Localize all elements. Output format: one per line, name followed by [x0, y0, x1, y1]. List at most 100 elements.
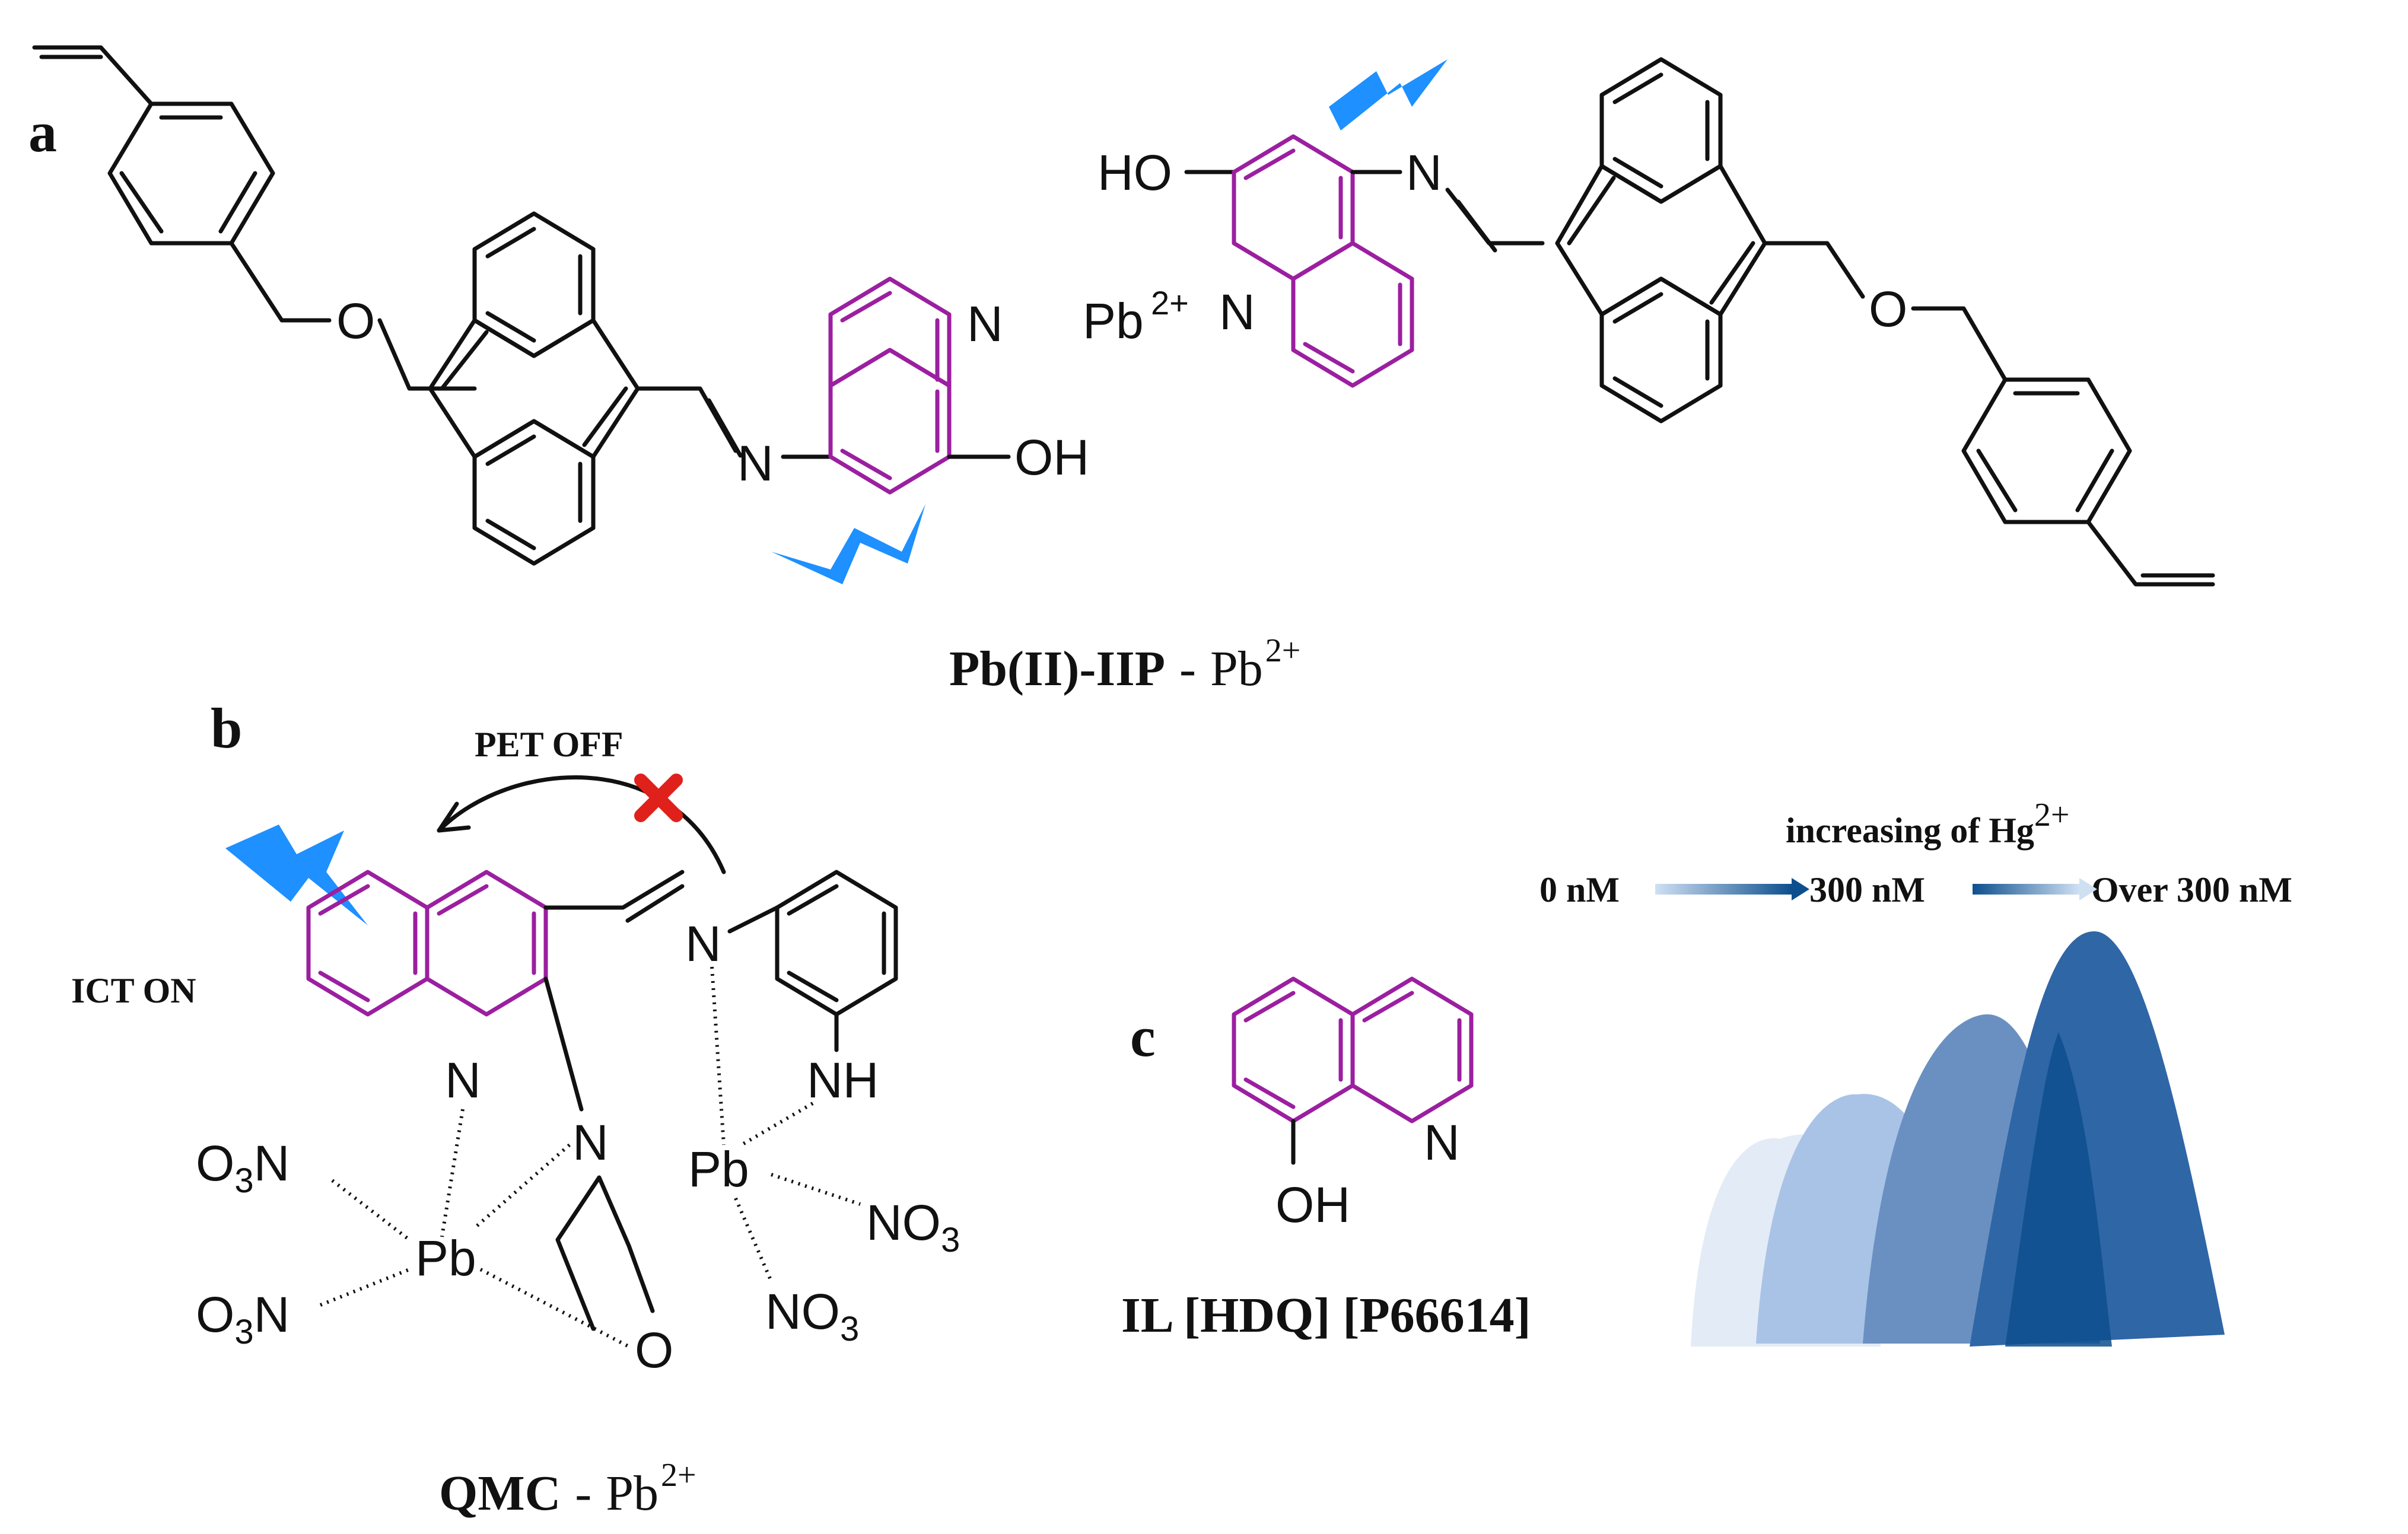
panel-c-label: c [1130, 1005, 1156, 1068]
panel-b-caption-text: QMC - Pb 2+ [439, 1457, 696, 1521]
o3n-bottom: O3N [196, 1287, 290, 1351]
left-benzene-ring [107, 101, 275, 246]
lightning-bolt-icon [771, 504, 925, 584]
right-anthracene [1555, 57, 1767, 424]
quinoline-top-ring [828, 276, 952, 388]
trend-label: increasing of Hg2+ [1786, 797, 2069, 850]
pet-arrowhead [437, 801, 471, 833]
right-benzene-ring [1961, 377, 2132, 524]
right-imine-double-bond [1456, 199, 1497, 253]
lightning-bolt-icon [225, 825, 368, 925]
left-vinylbenzyl-group: O [32, 45, 477, 391]
right-imine-link [1445, 187, 1545, 246]
right-anthracene-mid-ring [1555, 164, 1767, 317]
pet-arc-arrow [437, 775, 726, 874]
pb-ion-charge: 2+ [1151, 284, 1189, 322]
left-pb-center: Pb O3N O3N [196, 1109, 630, 1351]
right-quinoline-top-ring [1232, 134, 1355, 281]
pb-ion-label: Pb 2+ [1083, 284, 1189, 349]
right-benzene-inner [1976, 391, 2114, 513]
aniline-n-link [727, 905, 780, 934]
panel-a-caption-text: Pb(II)-IIP - Pb 2+ [949, 632, 1300, 696]
panel-b-caption-sep: - [575, 1466, 591, 1521]
coord-pb-no3-bottom [319, 1268, 411, 1307]
quinoline-pyridine-ring [828, 348, 952, 495]
right-pb: Pb [688, 1141, 749, 1197]
qmc-benzo-ring [306, 870, 430, 1017]
emission-peak-5 [2005, 1032, 2112, 1347]
panel-b-label: b [211, 696, 242, 760]
left-hydroxyl: OH [1014, 429, 1089, 485]
qmc-inner-bonds [318, 884, 536, 1002]
right-och2-link [1911, 306, 2008, 382]
hq-hydroxyl: OH [1275, 1177, 1350, 1233]
right-quinoline: HO N N [1098, 134, 1545, 388]
right-quinoline-inner [1243, 148, 1402, 374]
right-vinylbenzyl-group: O [1763, 241, 2215, 587]
coord-nh-pb [740, 1102, 814, 1147]
panel-a-label: a [28, 100, 57, 164]
aniline-ring [775, 870, 898, 1017]
right-pb-center: Pb NO3 NO3 [688, 966, 960, 1348]
no3-lower: NO3 [765, 1284, 859, 1348]
gradient-arrow-icon [1973, 878, 2097, 900]
pet-off-label: PET OFF [475, 725, 624, 764]
qmc-imine [543, 870, 685, 923]
conc-0: 0 nM [1539, 870, 1620, 909]
quinoline-bottom-inner [840, 389, 940, 480]
quinoline-top-inner [840, 291, 940, 382]
panel-a: a O N [28, 45, 2215, 696]
pb-ion: Pb [1083, 293, 1144, 349]
qmc-imine-nitrogen: N [685, 916, 721, 972]
left-quinoline: N OH [828, 276, 1089, 495]
left-ch2-link [229, 241, 332, 323]
o3n-top: O3N [196, 1135, 290, 1200]
panel-a-caption-ion: Pb [1210, 641, 1263, 696]
left-pb: Pb [415, 1230, 476, 1286]
hq-pyridine-ring [1350, 976, 1474, 1124]
right-ch2-link [1763, 241, 1865, 299]
emission-peaks [1691, 931, 2225, 1347]
anthracene-bottom-inner [485, 434, 583, 550]
morpholine-nitrogen: N [572, 1115, 609, 1170]
panel-b-caption-bold: QMC [439, 1466, 561, 1521]
qmc-aniline: NH [727, 870, 898, 1108]
coord-n-pb [440, 1109, 465, 1237]
panel-c: c N OH IL [HDQ] [P66614] increasing of H… [1121, 797, 2292, 1347]
morpholine-ring [555, 1175, 655, 1331]
left-och2-link [377, 318, 477, 391]
left-quinoline-nitrogen: N [967, 296, 1003, 352]
left-ether-oxygen: O [336, 293, 375, 349]
panel-b-caption-charge: 2+ [661, 1457, 696, 1494]
anthracene-top-inner [485, 227, 583, 343]
qmc-quinoline-nitrogen: N [445, 1052, 481, 1108]
coord-pb-no3-right [771, 1173, 861, 1206]
aniline-nh: NH [807, 1052, 879, 1108]
hg-trend-header: increasing of Hg2+ 0 nM 300 nM Over 300 … [1539, 797, 2292, 909]
right-hydroxyl: HO [1098, 145, 1172, 200]
qmc-quinoline: N [306, 870, 548, 1108]
panel-b: b PET OFF ICT ON N N NH N O [71, 696, 960, 1521]
anthracene-mid-inner [440, 330, 628, 447]
hq-benzo-ring [1232, 976, 1355, 1124]
coord-morph-n-pb [473, 1143, 571, 1230]
anthracene-bottom-ring [472, 419, 596, 566]
coord-pb-no3-top [331, 1179, 411, 1242]
conc-300: 300 nM [1809, 870, 1925, 909]
right-anthracene-bottom-inner [1612, 292, 1710, 408]
vinyl-link [98, 45, 154, 106]
left-benzene-inner [119, 115, 257, 234]
panel-a-caption-charge: 2+ [1265, 632, 1301, 669]
gradient-arrow-icon [1655, 878, 1809, 900]
aniline-inner [787, 884, 886, 1002]
right-anthracene-bottom-ring [1599, 276, 1723, 424]
ict-on-label: ICT ON [71, 971, 196, 1010]
panel-b-caption: QMC - Pb 2+ [439, 1457, 696, 1521]
lightning-bolt-icon [1329, 59, 1448, 131]
panel-b-caption-ion: Pb [606, 1466, 659, 1521]
coord-imine-pb [710, 966, 726, 1145]
right-quinoline-nitrogen: N [1219, 284, 1255, 340]
hq-nitrogen: N [1424, 1115, 1460, 1170]
hydroxyquinoline: N OH [1232, 976, 1474, 1233]
right-imine-nitrogen: N [1406, 145, 1442, 200]
